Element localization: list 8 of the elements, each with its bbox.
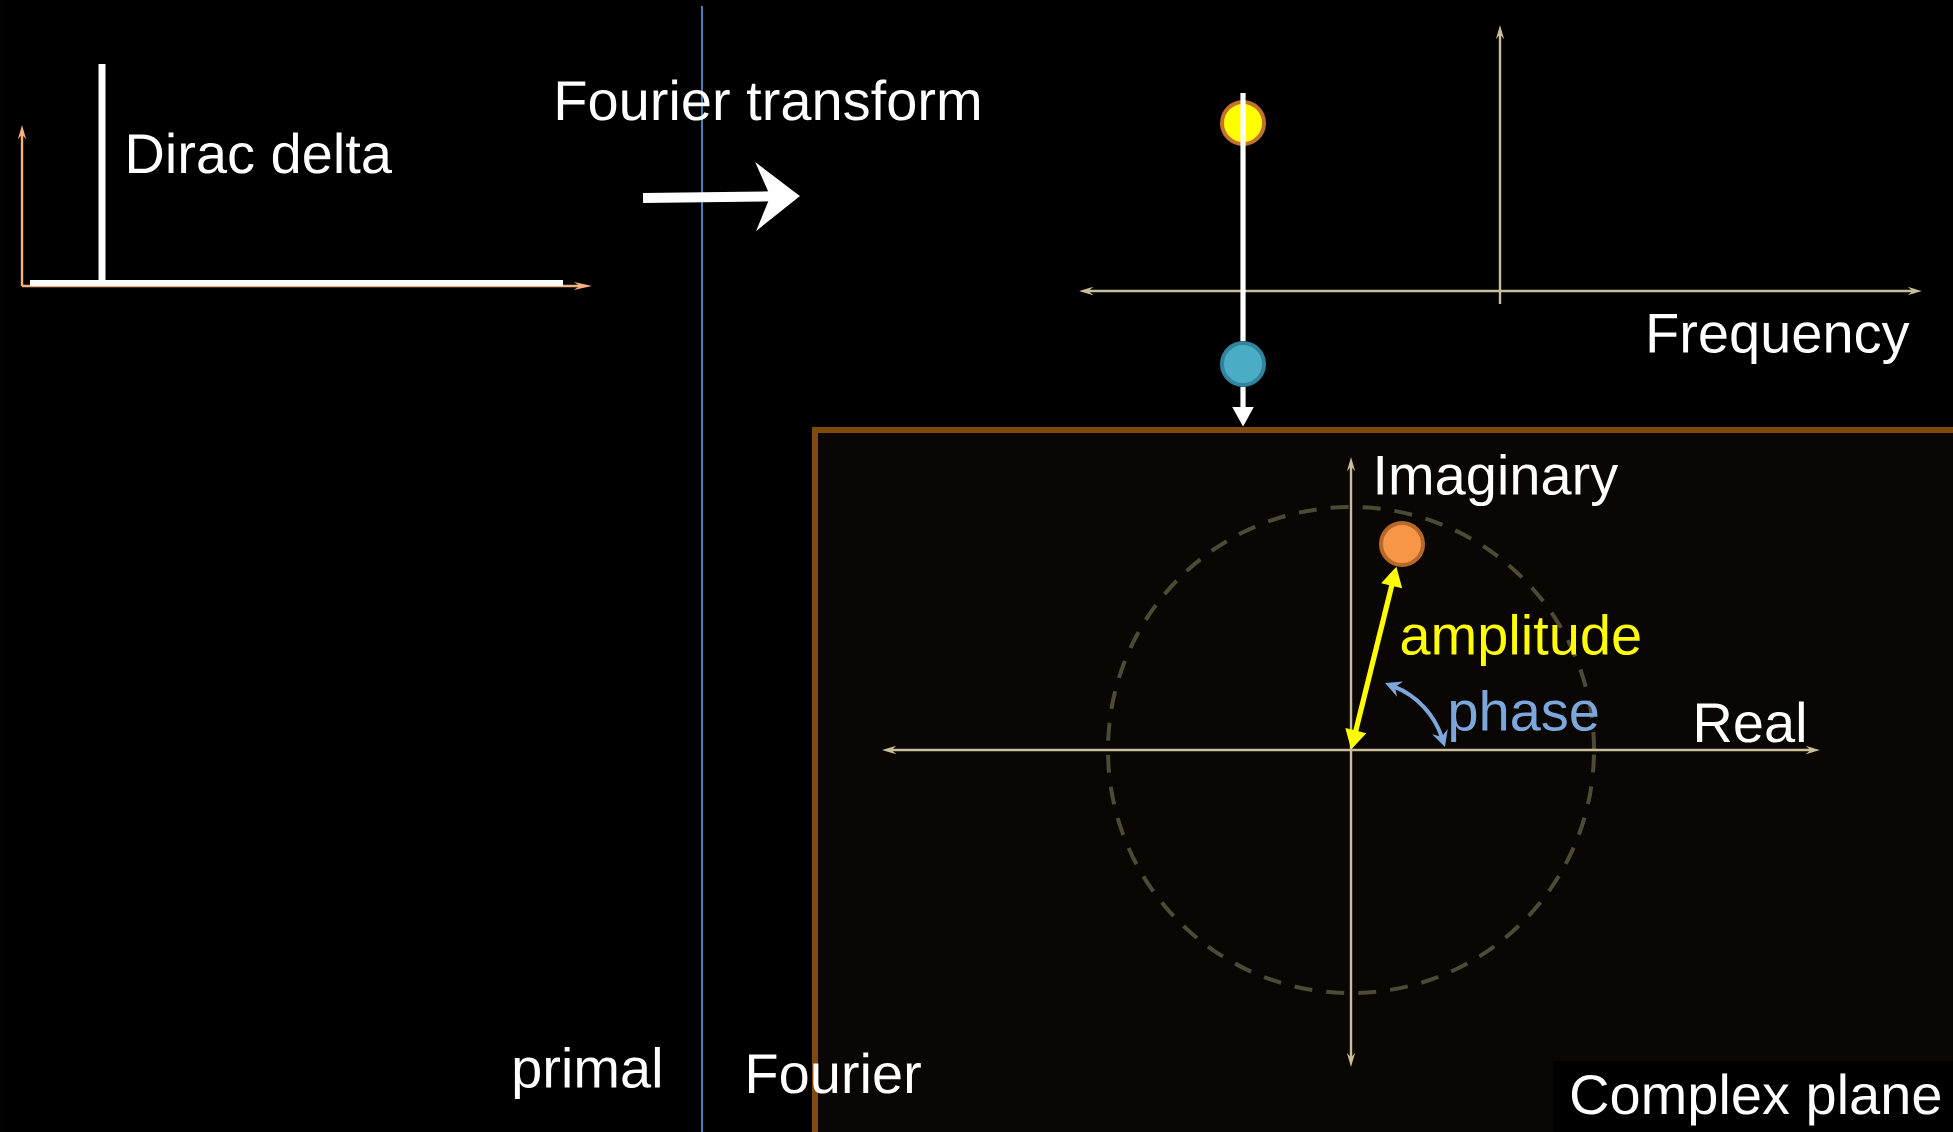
text-label: primal (514, 1046, 660, 1100)
text-label: Dirac delta (129, 132, 392, 174)
text-label: Imaginary (1377, 453, 1619, 507)
text-label: Real (1697, 701, 1804, 743)
text-label: Fourier (749, 1052, 921, 1094)
text-label: phase (1451, 689, 1598, 743)
edge-label: amplitude (1401, 613, 1640, 667)
text-label: Frequency (1649, 313, 1910, 365)
